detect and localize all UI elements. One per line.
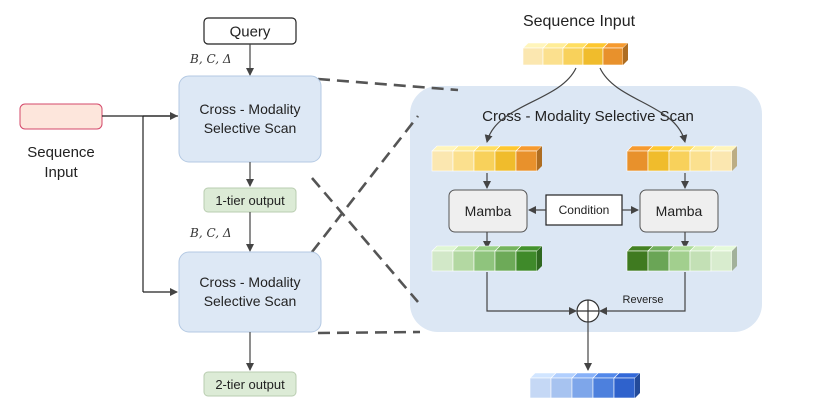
cube-front bbox=[529, 377, 552, 399]
scan-top-line1: Cross - Modality bbox=[199, 101, 300, 117]
detail-sequence-input: Sequence Input bbox=[523, 13, 636, 30]
cube-front bbox=[431, 150, 454, 172]
left-input-cubes bbox=[431, 145, 543, 172]
scan-bottom-line2: Selective Scan bbox=[204, 293, 297, 309]
cube-front bbox=[452, 150, 475, 172]
condition-box bbox=[545, 194, 623, 226]
cube-side bbox=[635, 373, 640, 398]
cube-front bbox=[710, 250, 733, 272]
cube-front bbox=[515, 150, 538, 172]
detail-title: Cross - Modality Selective Scan bbox=[482, 108, 694, 125]
cube-side bbox=[537, 246, 542, 271]
cube-front bbox=[710, 150, 733, 172]
arrow-input-left bbox=[484, 67, 577, 143]
params-top: B, C, Δ bbox=[189, 52, 232, 66]
zoom-lines bbox=[310, 77, 459, 335]
arrow-input-right bbox=[599, 67, 688, 143]
cube-side bbox=[623, 43, 628, 65]
cube-front bbox=[431, 250, 454, 272]
scan-box-top bbox=[178, 75, 322, 163]
cube-front bbox=[626, 250, 649, 272]
cube-front bbox=[582, 47, 604, 66]
cube-front bbox=[626, 150, 649, 172]
cube-front bbox=[647, 150, 670, 172]
left-output-cubes bbox=[431, 245, 543, 272]
scan-bottom-line1: Cross - Modality bbox=[199, 274, 300, 290]
scan-top-line2: Selective Scan bbox=[204, 120, 297, 136]
mamba-left-label: Mamba bbox=[465, 203, 512, 219]
cube-front bbox=[689, 250, 712, 272]
mamba-box-left bbox=[448, 189, 528, 233]
mamba-right-label: Mamba bbox=[656, 203, 703, 219]
tier2-box bbox=[203, 371, 297, 397]
input-sequence-cubes bbox=[522, 42, 629, 66]
query-label: Query bbox=[230, 24, 271, 41]
cube-front bbox=[689, 150, 712, 172]
cube-front bbox=[668, 250, 691, 272]
cube-side bbox=[732, 246, 737, 271]
cube-front bbox=[571, 377, 594, 399]
cube-front bbox=[542, 47, 564, 66]
params-mid: B, C, Δ bbox=[189, 226, 232, 240]
cube-front bbox=[562, 47, 584, 66]
condition-label: Condition bbox=[559, 203, 610, 217]
reverse-label: Reverse bbox=[623, 294, 664, 306]
cube-front bbox=[668, 150, 691, 172]
cube-front bbox=[452, 250, 475, 272]
sum-icon bbox=[576, 299, 600, 323]
right-reversed-cubes bbox=[626, 145, 738, 172]
cube-front bbox=[592, 377, 615, 399]
cube-side bbox=[732, 146, 737, 171]
sequence-input-line2: Input bbox=[44, 164, 78, 181]
cube-front bbox=[522, 47, 544, 66]
cube-front bbox=[494, 150, 517, 172]
scan-box-bottom bbox=[178, 251, 322, 333]
cube-side bbox=[537, 146, 542, 171]
right-output-cubes bbox=[626, 245, 738, 272]
merge-line-left bbox=[486, 272, 577, 315]
cube-front bbox=[515, 250, 538, 272]
merge-line-right bbox=[599, 272, 686, 315]
sequence-input-line1: Sequence bbox=[27, 144, 95, 161]
cube-front bbox=[473, 250, 496, 272]
sequence-input-box bbox=[19, 103, 103, 130]
cube-front bbox=[473, 150, 496, 172]
sequence-branch bbox=[102, 115, 178, 292]
tier1-label: 1-tier output bbox=[215, 193, 285, 208]
cube-front bbox=[602, 47, 624, 66]
cube-front bbox=[647, 250, 670, 272]
cube-front bbox=[550, 377, 573, 399]
cube-front bbox=[494, 250, 517, 272]
output-sequence-cubes bbox=[529, 372, 641, 399]
mamba-box-right bbox=[639, 189, 719, 233]
cube-front bbox=[613, 377, 636, 399]
tier2-label: 2-tier output bbox=[215, 377, 285, 392]
